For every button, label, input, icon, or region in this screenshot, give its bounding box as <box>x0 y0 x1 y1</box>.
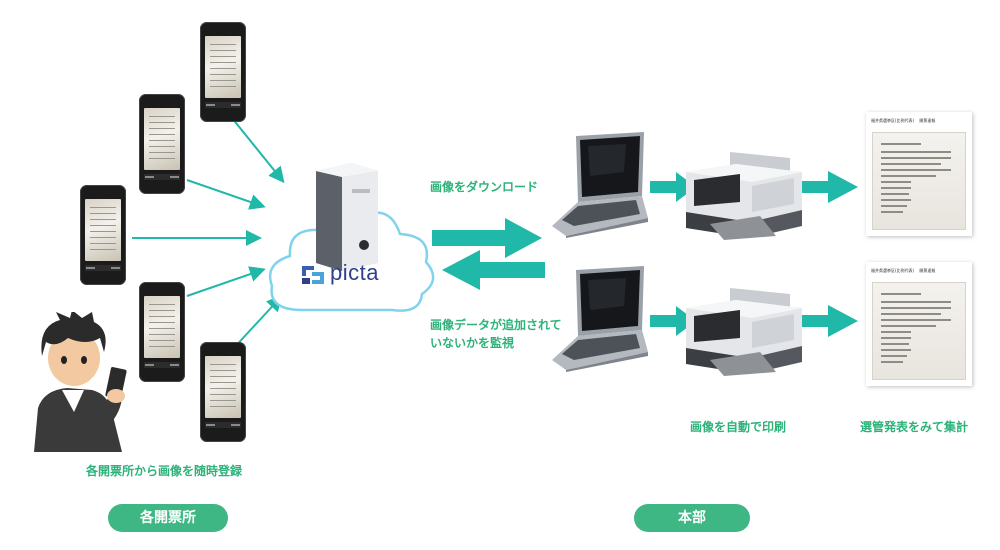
document-header: 福井県選挙区(比例代表) 開票速報 <box>871 268 936 273</box>
printer-icon <box>686 288 802 376</box>
laptop-icon <box>552 266 648 372</box>
document-header: 福井県選挙区(比例代表) 開票速報 <box>871 118 936 123</box>
arrow-phone2 <box>186 266 266 297</box>
picta-mark-icon <box>302 266 324 284</box>
arrow-printer-doc-top <box>800 171 858 203</box>
big-arrow-left <box>442 250 545 290</box>
printer-icon <box>686 152 802 240</box>
arrow-phone1 <box>231 295 283 351</box>
picta-logo-text: picta <box>330 260 379 285</box>
smartphone-icon <box>139 94 185 194</box>
register-label: 各開票所から画像を随時登録 <box>86 464 243 478</box>
smartphone-icon <box>80 185 126 285</box>
user-with-phone-icon <box>34 312 127 452</box>
arrow-phone4 <box>186 179 266 210</box>
smartphone-icon <box>200 22 246 122</box>
monitor-label-line1: 画像データが追加されて <box>430 318 562 332</box>
laptop-icon <box>552 132 648 238</box>
arrow-laptop-printer-top <box>650 172 696 202</box>
server-icon <box>316 163 378 271</box>
smartphone-icon <box>200 342 246 442</box>
document-icon: 福井県選挙区(比例代表) 開票速報 <box>866 262 972 386</box>
monitor-label-line2: いないかを監視 <box>430 336 515 350</box>
document-icon: 福井県選挙区(比例代表) 開票速報 <box>866 112 972 236</box>
arrow-printer-doc-bottom <box>800 305 858 337</box>
headquarters-pill: 本部 <box>634 504 750 532</box>
polling-stations-pill: 各開票所 <box>108 504 228 532</box>
arrow-laptop-printer-bottom <box>650 306 696 336</box>
big-arrow-right <box>432 218 542 258</box>
auto-print-label: 画像を自動で印刷 <box>690 420 787 434</box>
tally-label: 選管発表をみて集計 <box>860 420 969 434</box>
download-label: 画像をダウンロード <box>430 180 539 194</box>
picta-logo: picta <box>300 260 410 288</box>
arrow-phone5 <box>231 117 285 184</box>
smartphone-icon <box>139 282 185 382</box>
